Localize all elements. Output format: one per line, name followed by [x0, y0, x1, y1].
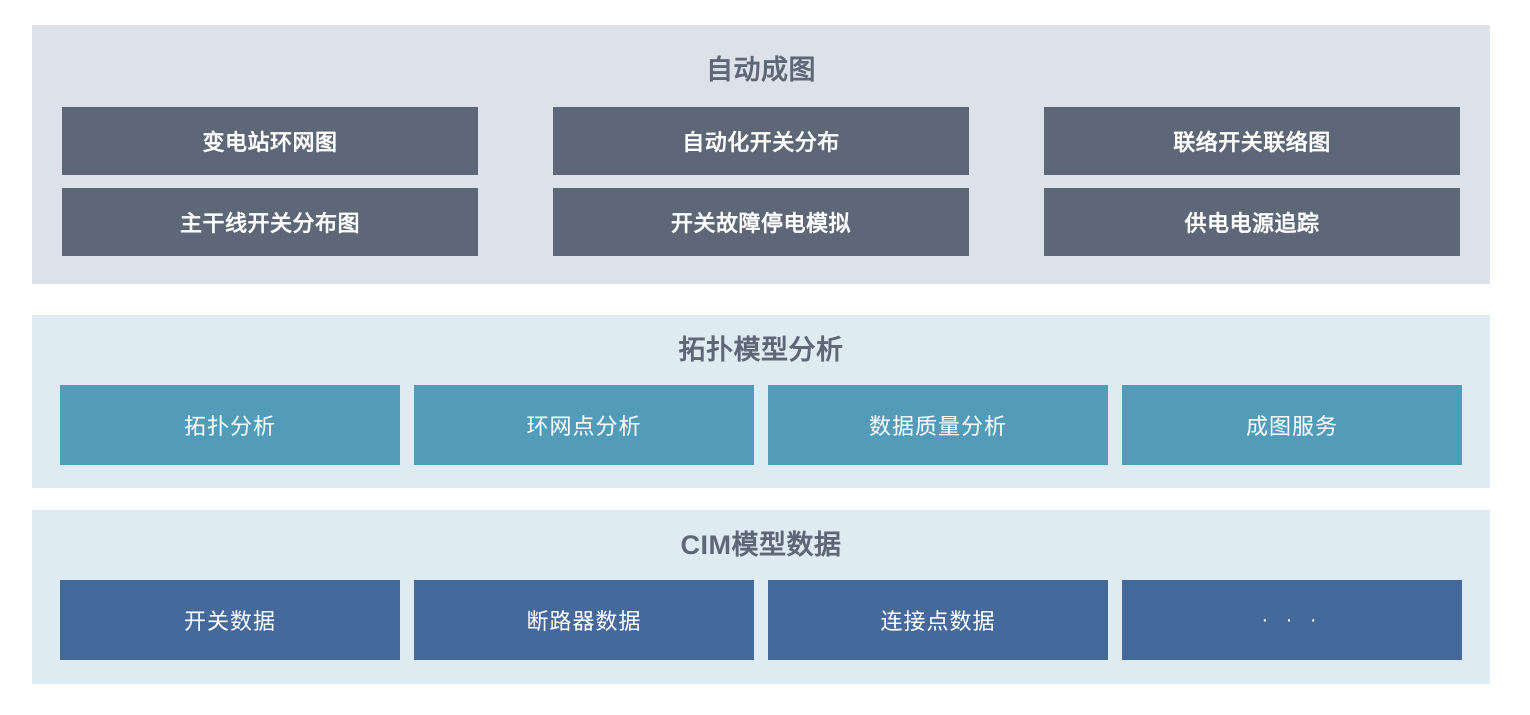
architecture-diagram: 自动成图 变电站环网图 自动化开关分布 联络开关联络图 主干线开关分布图 开关故…	[32, 25, 1490, 684]
button-switch-data[interactable]: 开关数据	[60, 580, 400, 660]
auto-mapping-button-grid: 变电站环网图 自动化开关分布 联络开关联络图 主干线开关分布图 开关故障停电模拟…	[32, 84, 1490, 256]
button-circuit-breaker-data[interactable]: 断路器数据	[414, 580, 754, 660]
button-switch-fault-outage-simulation[interactable]: 开关故障停电模拟	[553, 188, 969, 256]
cim-button-grid: 开关数据 断路器数据 连接点数据 · · ·	[32, 559, 1490, 660]
button-topology-analysis[interactable]: 拓扑分析	[60, 385, 400, 465]
section-auto-mapping: 自动成图 变电站环网图 自动化开关分布 联络开关联络图 主干线开关分布图 开关故…	[32, 25, 1490, 284]
button-main-line-switch-distribution-diagram[interactable]: 主干线开关分布图	[62, 188, 478, 256]
button-data-quality-analysis[interactable]: 数据质量分析	[768, 385, 1108, 465]
button-connectivity-node-data[interactable]: 连接点数据	[768, 580, 1108, 660]
button-power-supply-tracing[interactable]: 供电电源追踪	[1044, 188, 1460, 256]
section-title-topology-model-analysis: 拓扑模型分析	[678, 335, 844, 365]
section-cim-model-data: CIM模型数据 开关数据 断路器数据 连接点数据 · · ·	[32, 510, 1490, 684]
section-title-cim-model-data: CIM模型数据	[680, 530, 842, 560]
section-divider-1	[32, 284, 1490, 315]
section-divider-2	[32, 488, 1490, 510]
topology-button-grid: 拓扑分析 环网点分析 数据质量分析 成图服务	[32, 364, 1490, 465]
section-topology-model-analysis: 拓扑模型分析 拓扑分析 环网点分析 数据质量分析 成图服务	[32, 315, 1490, 488]
button-substation-ring-network-diagram[interactable]: 变电站环网图	[62, 107, 478, 175]
button-tie-switch-connection-diagram[interactable]: 联络开关联络图	[1044, 107, 1460, 175]
button-automation-switch-distribution[interactable]: 自动化开关分布	[553, 107, 969, 175]
button-mapping-service[interactable]: 成图服务	[1122, 385, 1462, 465]
button-ring-network-point-analysis[interactable]: 环网点分析	[414, 385, 754, 465]
button-more-data[interactable]: · · ·	[1122, 580, 1462, 660]
section-title-auto-mapping: 自动成图	[706, 55, 816, 85]
